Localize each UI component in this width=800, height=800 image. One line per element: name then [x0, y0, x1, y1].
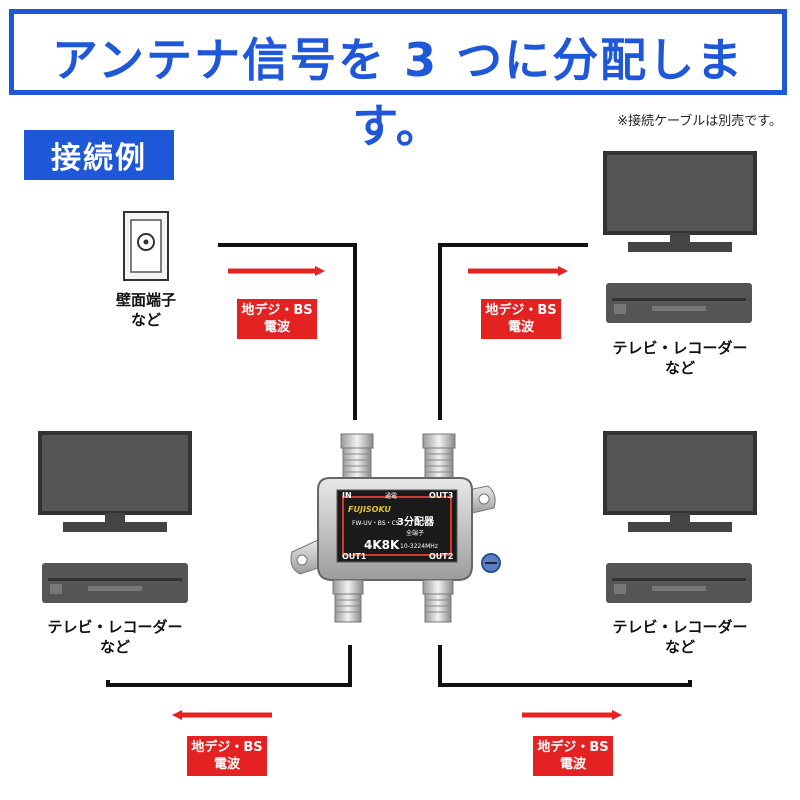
device-label-top-right: テレビ・レコーダー など: [590, 338, 770, 378]
model-label: FW-UV・BS・CS: [352, 520, 400, 527]
tv-icon: [603, 431, 757, 532]
wall-outlet-icon: [123, 211, 169, 281]
port-in-label: IN: [342, 491, 352, 500]
cable-out3: [438, 243, 588, 420]
page-title: アンテナ信号を 3 つに分配します。: [51, 33, 745, 153]
device-label-bottom-left: テレビ・レコーダー など: [25, 617, 205, 657]
cable-note: ※接続ケーブルは別売です。: [617, 114, 782, 129]
port-out1-label: OUT1: [342, 552, 367, 561]
connector-in: [340, 433, 374, 483]
passthrough-label: 通電: [385, 492, 397, 500]
tv-icon: [603, 151, 757, 252]
brand-label: FUJISOKU: [348, 505, 391, 514]
port-out3-label: OUT3: [429, 491, 453, 500]
signal-line2: 電波: [559, 757, 586, 772]
signal-box-out3: 地デジ・BS 電波: [481, 299, 561, 339]
connector-out1: [332, 579, 364, 623]
recorder-icon: [42, 563, 188, 603]
signal-line1: 地デジ・BS: [537, 740, 609, 755]
signal-arrows: [172, 266, 622, 720]
connector-out2: [422, 579, 454, 623]
recorder-icon: [606, 283, 752, 323]
device-label-line2: など: [99, 638, 130, 656]
signal-line1: 地デジ・BS: [191, 740, 263, 755]
format-label: 4K8K: [364, 538, 400, 552]
wall-outlet-label-line2: など: [130, 311, 161, 329]
signal-line2: 電波: [263, 320, 290, 335]
device-label-line2: など: [664, 359, 695, 377]
port-out2-label: OUT2: [429, 552, 453, 561]
wall-outlet-label: 壁面端子 など: [96, 290, 196, 330]
signal-line2: 電波: [507, 320, 534, 335]
signal-line2: 電波: [213, 757, 240, 772]
signal-box-out2: 地デジ・BS 電波: [533, 736, 613, 776]
cable-out2: [438, 645, 692, 687]
freq-label: 10-3224MHz: [400, 543, 438, 550]
splitter-device: IN OUT3 通電 FUJISOKU FW-UV・BS・CS 3分配器 全端子…: [290, 433, 501, 623]
type-label: 3分配器: [397, 515, 435, 528]
cable-in: [218, 243, 357, 420]
wall-outlet-label-line1: 壁面端子: [115, 291, 176, 309]
cable-out1: [106, 645, 352, 687]
sub-label: 全端子: [406, 529, 424, 537]
signal-box-in: 地デジ・BS 電波: [237, 299, 317, 339]
device-label-line1: テレビ・レコーダー: [47, 618, 183, 636]
tv-icon: [38, 431, 192, 532]
device-label-line1: テレビ・レコーダー: [612, 618, 748, 636]
signal-line1: 地デジ・BS: [485, 303, 557, 318]
device-label-bottom-right: テレビ・レコーダー など: [590, 617, 770, 657]
title-box: アンテナ信号を 3 つに分配します。: [9, 9, 787, 153]
device-label-line2: など: [664, 638, 695, 656]
section-badge: 接続例: [24, 130, 174, 180]
cable-lines: [106, 243, 692, 687]
device-label-line1: テレビ・レコーダー: [612, 339, 748, 357]
connector-out3: [422, 433, 456, 483]
recorder-icon: [606, 563, 752, 603]
signal-line1: 地デジ・BS: [241, 303, 313, 318]
signal-box-out1: 地デジ・BS 電波: [187, 736, 267, 776]
